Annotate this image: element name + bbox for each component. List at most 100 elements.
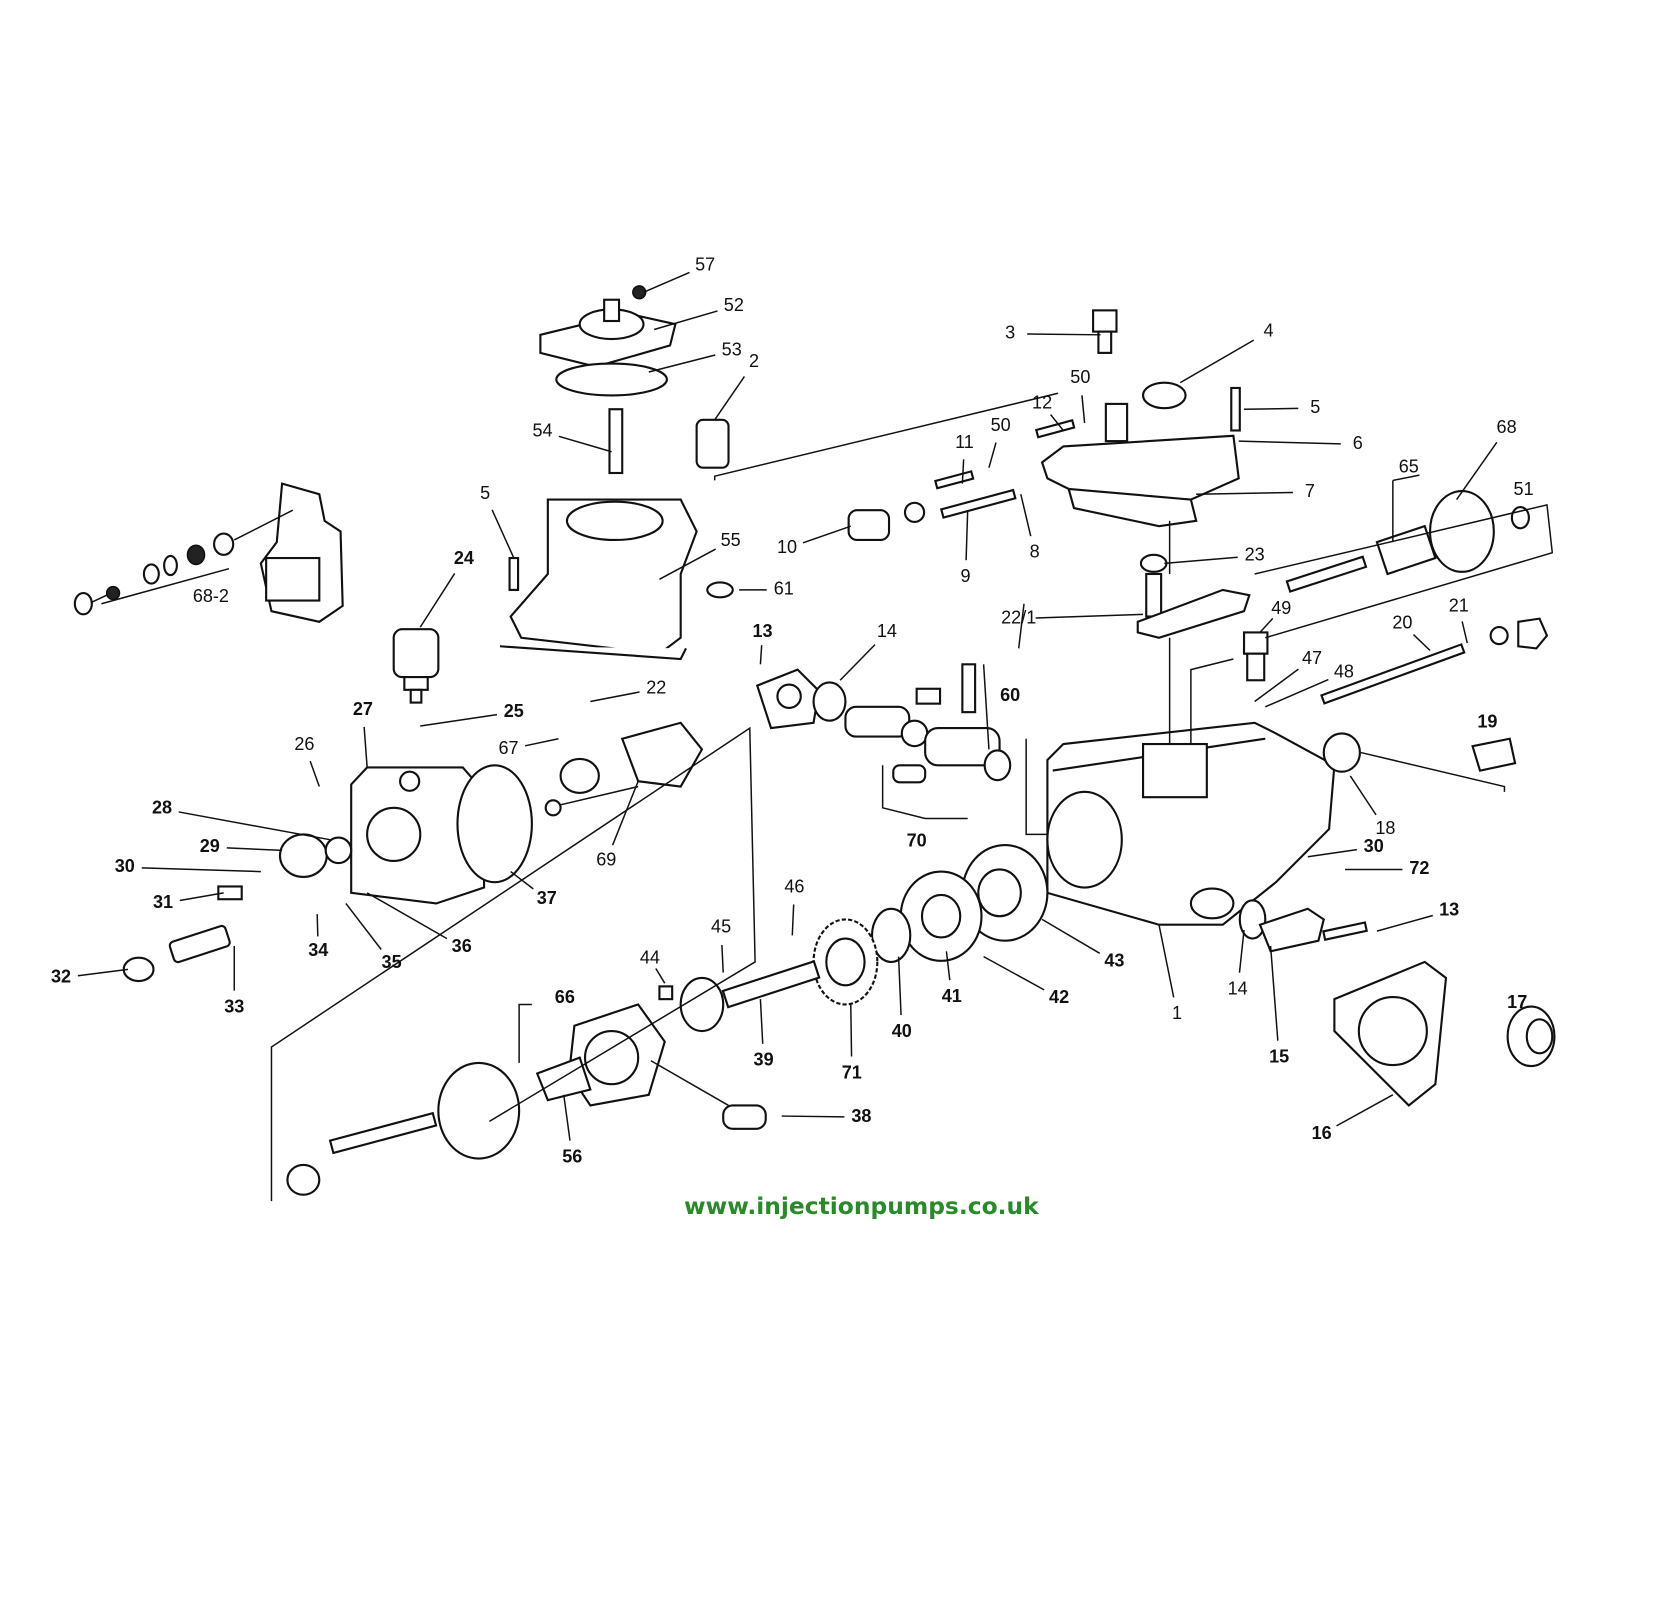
leader-line [226,847,283,852]
callout-label-70: 70 [907,831,927,851]
part-lever-22-1 [1136,553,1251,639]
leader-line [77,968,129,977]
part-screw-20 [1320,617,1549,705]
leader-line [714,376,746,421]
leader-line [611,780,639,846]
leader-line [316,914,319,937]
callout-label-10: 10 [777,537,797,557]
leader-line [345,903,382,950]
leader-lines [77,271,1498,1141]
leader-line [781,1115,845,1118]
callout-label-71: 71 [842,1062,862,1082]
part-gear-71 [812,918,879,1006]
part-adjust-screws [847,419,1076,542]
callout-label-38: 38 [851,1106,871,1126]
callout-label-13: 13 [1439,900,1459,920]
callout-label-55: 55 [721,530,741,550]
leader-line [1412,634,1431,652]
leader-line [988,442,997,468]
callout-label-22-1: 22/1 [1001,607,1036,627]
callout-label-18: 18 [1375,818,1395,838]
leader-line [491,509,515,559]
leader-line [1041,918,1101,954]
callout-label-52: 52 [724,295,744,315]
callout-label-34: 34 [308,940,328,960]
part-washer-40 [870,907,912,963]
leader-line [983,955,1045,991]
callout-label-1: 1 [1172,1003,1182,1023]
callout-label-5: 5 [480,483,490,503]
part-flange-13 [755,668,847,730]
leader-line [363,726,368,768]
leader-line [1456,441,1498,500]
part-hydraulic-head [350,764,533,905]
callout-label-22: 22 [646,678,666,698]
callout-label-12: 12 [1032,393,1052,413]
callout-label-23: 23 [1245,545,1265,565]
leader-line [420,713,498,727]
leader-line [1020,494,1032,537]
part-cover-15 [1238,899,1368,953]
callout-label-31: 31 [153,892,173,912]
callout-label-14: 14 [1228,978,1248,998]
leader-line [1179,339,1255,384]
leader-line [850,1004,853,1057]
leader-line [655,968,666,984]
callout-label-9: 9 [961,566,971,586]
leader-line [945,951,951,981]
callout-label-41: 41 [942,986,962,1006]
leader-line [1158,924,1175,998]
callout-label-49: 49 [1271,598,1291,618]
callout-label-26: 26 [294,734,314,754]
part-drive-shaft-39 [658,960,821,1033]
callout-label-24: 24 [454,548,474,568]
part-fitting-33 [122,924,231,983]
callout-label-28: 28 [152,798,172,818]
callout-label-6: 6 [1353,433,1363,453]
leader-line [524,737,559,747]
part-shaft-54 [608,408,624,475]
leader-line [1376,914,1433,932]
part-filter-2 [695,418,730,469]
leader-line [1164,556,1238,565]
leader-line [309,760,321,787]
leader-line [1254,668,1299,703]
leader-line [1238,929,1245,973]
leader-line [558,435,612,453]
leader-line [1336,1094,1394,1127]
callout-label-29: 29 [200,836,220,856]
callout-label-50: 50 [1070,367,1090,387]
leader-line [1461,621,1468,644]
part-roller-ring-42 [899,870,983,962]
part-gasket-16 [1333,960,1448,1107]
parts [73,285,1556,1196]
callout-label-39: 39 [754,1050,774,1070]
leader-line [759,645,763,665]
callout-label-14: 14 [877,621,897,641]
leader-line [1307,848,1357,858]
part-timer-spring [844,663,1012,784]
leader-line [965,510,969,561]
callout-label-21: 21 [1449,596,1469,616]
callout-label-65: 65 [1399,456,1419,476]
part-cam-plate-43 [961,843,1049,942]
website-watermark: www.injectionpumps.co.uk [684,1192,1039,1220]
leader-line [1269,945,1279,1041]
leader-line [1196,491,1293,495]
leader-line [648,354,716,373]
callout-label-3: 3 [1005,323,1015,343]
callout-label-54: 54 [532,420,552,440]
part-centrifugal-governor [1285,490,1530,593]
leader-line [1081,395,1086,424]
part-diaphragm-cover [539,285,677,368]
leader-line [759,999,764,1044]
callout-label-4: 4 [1263,320,1273,340]
leader-line [178,811,331,841]
callout-label-61: 61 [774,579,794,599]
callout-label-30: 30 [1364,836,1384,856]
callout-label-68: 68 [1497,417,1517,437]
leader-line [1259,617,1274,633]
